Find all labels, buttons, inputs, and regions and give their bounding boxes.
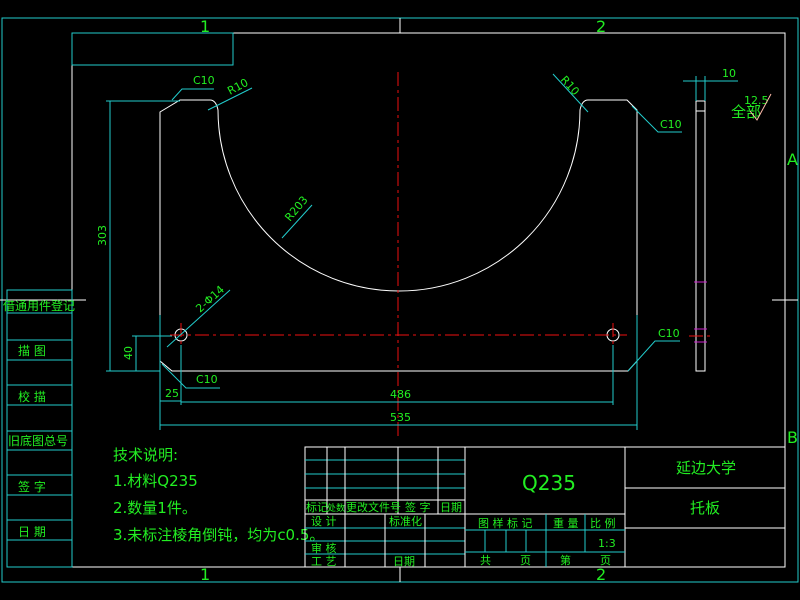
scale-value: 1:3 [598,537,616,550]
svg-text:审 核: 审 核 [311,541,337,555]
zone-label: 1 [200,17,210,36]
strip-label: 借通用件登记 [3,298,75,313]
svg-text:更改文件号: 更改文件号 [346,500,401,514]
svg-text:重 量: 重 量 [553,516,579,530]
strip-label: 旧底图总号 [8,433,68,448]
svg-text:2-Φ14: 2-Φ14 [193,283,227,315]
svg-text:R203: R203 [282,194,310,224]
notes-title: 技术说明: [113,446,178,464]
code-box [71,32,234,66]
svg-text:日期: 日期 [393,555,415,568]
svg-text:图 样 标 记: 图 样 标 记 [478,516,533,530]
zone-label: 2 [596,17,606,36]
side-view: 10 全部 12.5 [683,67,772,372]
zone-label: B [787,428,798,447]
svg-text:标记: 标记 [306,500,328,514]
svg-text:C10: C10 [193,74,215,87]
svg-text:标准化: 标准化 [389,514,422,528]
svg-text:签 字: 签 字 [405,500,431,514]
svg-text:页: 页 [520,554,531,567]
svg-text:40: 40 [122,346,135,360]
svg-text:设 计: 设 计 [311,515,337,528]
svg-text:C10: C10 [660,118,682,131]
svg-text:R10: R10 [558,73,582,98]
svg-text:工 艺: 工 艺 [311,555,337,568]
dimensions: 303 40 25 486 535 2-Φ14 C10 R10 R203 R10… [96,73,682,430]
strip-label: 签 字 [18,479,46,494]
svg-text:全部: 全部 [731,103,761,121]
svg-text:比 例: 比 例 [590,516,616,530]
svg-text:页: 页 [600,554,611,567]
svg-text:日期: 日期 [440,501,462,514]
left-strip: 借通用件登记 描 图 校 描 旧底图总号 签 字 日 期 [3,289,75,568]
school-name: 延边大学 [676,459,736,477]
outer-border [1,17,799,583]
material-label: Q235 [522,471,576,495]
svg-text:12.5: 12.5 [744,94,769,107]
svg-text:R10: R10 [225,76,250,98]
svg-text:10: 10 [722,67,736,80]
zone-label: 1 [200,565,210,584]
strip-label: 描 图 [18,344,46,358]
svg-text:486: 486 [390,388,411,401]
svg-text:25: 25 [165,387,179,400]
zone-label: A [787,150,798,169]
note-item: 1.材料Q235 [113,472,198,490]
zone-label: 2 [596,565,606,584]
svg-text:共: 共 [480,554,491,567]
svg-text:C10: C10 [196,373,218,386]
part-name: 托板 [690,499,720,517]
svg-text:第: 第 [560,553,571,567]
svg-text:C10: C10 [658,327,680,340]
strip-label: 日 期 [18,525,46,539]
strip-label: 校 描 [18,389,46,404]
technical-notes: 技术说明: 1.材料Q235 2.数量1件。 3.未标注棱角倒钝，均为c0.5。 [113,446,324,544]
svg-text:处数: 处数 [327,502,345,514]
svg-text:535: 535 [390,411,411,424]
svg-text:303: 303 [96,225,109,246]
note-item: 3.未标注棱角倒钝，均为c0.5。 [113,526,324,544]
note-item: 2.数量1件。 [113,499,197,517]
title-block: Q235 延边大学 托板 标记 处数 更改文件号 签 字 日期 设 计 审 核 … [304,446,786,568]
